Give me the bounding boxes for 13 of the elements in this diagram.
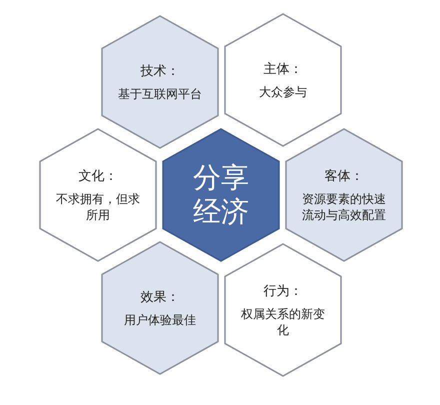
tile-text: 基于互联网平台 — [118, 86, 202, 102]
tile-heading: 技术： — [140, 62, 180, 80]
tile-text: 资源要素的快速流动与高效配置 — [301, 190, 387, 224]
center-title: 分享经济 — [192, 161, 250, 229]
tile-text: 大众参与 — [259, 84, 307, 100]
tile-heading: 效果： — [140, 288, 180, 306]
tile-text: 用户体验最佳 — [124, 312, 196, 328]
tile-heading: 主体： — [264, 60, 302, 78]
tile-heading: 文化： — [78, 168, 118, 185]
tile-text: 权属关系的新变化 — [240, 306, 326, 338]
tile-heading: 行为： — [264, 282, 302, 300]
tile-text: 不求拥有，但求所用 — [55, 190, 141, 224]
tile-heading: 客体： — [324, 168, 364, 185]
